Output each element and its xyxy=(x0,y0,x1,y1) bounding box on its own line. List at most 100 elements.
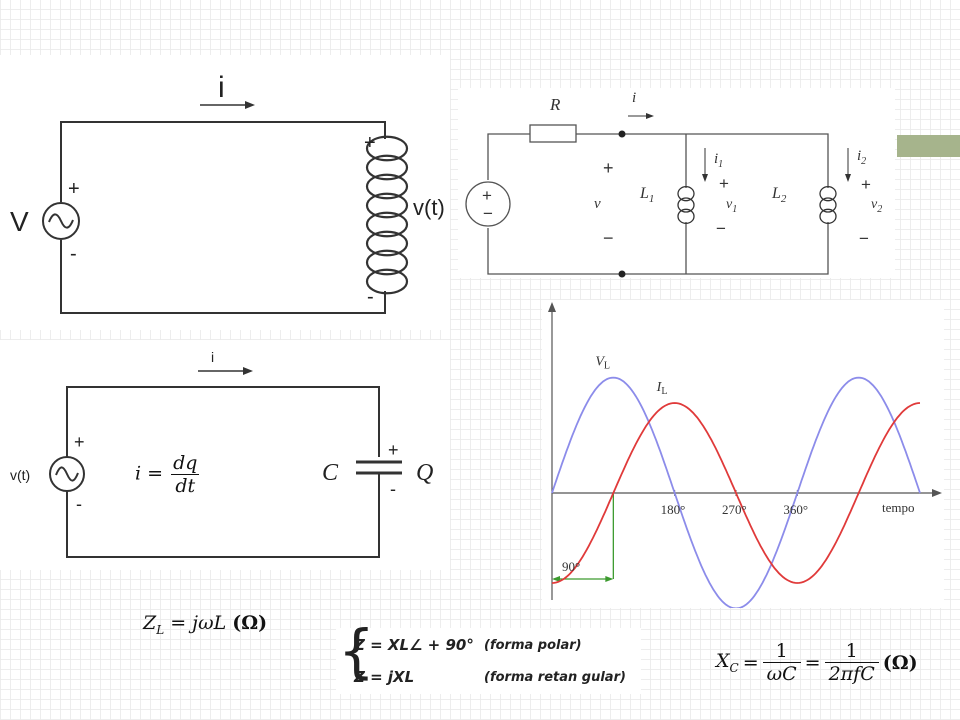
equals-sign-1: = xyxy=(742,651,759,674)
coil-turn xyxy=(819,208,837,225)
voltage-source-symbol xyxy=(465,181,511,227)
current-arrow-head xyxy=(243,367,253,375)
polar-form-note: (forma polar) xyxy=(484,638,582,653)
wire-left-top xyxy=(487,133,530,180)
charge-label: Q xyxy=(416,460,433,486)
impedance-rhs: = jωL xyxy=(170,612,227,634)
v2-plus: + xyxy=(861,175,871,194)
reactance-symbol: X xyxy=(716,650,730,673)
fraction-2-numerator: 1 xyxy=(845,640,858,662)
parallel-inductor-diagram: + − R i + v − L1 i1 + v1 − L2 i2 + v2 − xyxy=(465,90,882,278)
inductor-l2-symbol xyxy=(819,185,837,225)
voltage-minus: − xyxy=(603,228,614,248)
inductor-l1-label: L1 xyxy=(639,185,654,205)
source-minus: - xyxy=(76,494,82,514)
capacitor-label: C xyxy=(322,460,339,486)
current1-arrow-head xyxy=(702,174,708,182)
inductor-circuit-diagram: i V + - + - v(t) xyxy=(10,71,445,314)
source-plus: + xyxy=(68,178,80,200)
current-label: i xyxy=(218,71,225,104)
fraction-1-denominator: ωC xyxy=(762,662,801,685)
reactance-subscript: C xyxy=(729,660,739,675)
inductive-impedance-formula: ZL = jωL (Ω) xyxy=(143,612,267,637)
coil-turn xyxy=(365,135,409,162)
formula-denominator: dt xyxy=(171,474,200,497)
y-axis-arrow xyxy=(548,302,556,312)
reactance-fraction-2: 1 2πfC xyxy=(824,640,879,685)
formula-lhs: i = xyxy=(135,462,164,485)
brace-icon: { xyxy=(338,617,375,685)
node-bottom xyxy=(618,270,626,278)
coil-turn xyxy=(365,230,409,257)
current1-label: i1 xyxy=(714,151,723,170)
voltage-plus: + xyxy=(603,158,614,178)
x-axis-label: tempo xyxy=(882,500,915,515)
inductor-circuit-panel: i V + - + - v(t) xyxy=(0,55,450,330)
equals-sign-2: = xyxy=(804,651,821,674)
coil-turn xyxy=(677,197,695,213)
v1-label: v1 xyxy=(726,197,737,215)
inductor-plus: + xyxy=(364,132,376,154)
coil-turn xyxy=(677,185,695,202)
sine-wave-icon xyxy=(55,466,79,482)
fraction-2-denominator: 2πfC xyxy=(824,662,879,685)
coil-turn xyxy=(819,185,837,202)
current-label: i xyxy=(211,349,214,365)
reactance-unit: (Ω) xyxy=(882,651,918,674)
x-tick-label: 360° xyxy=(783,502,808,517)
coil-turn xyxy=(365,173,409,200)
impedance-subscript: L xyxy=(156,622,165,637)
inductor-coil-symbol xyxy=(365,135,409,295)
source-minus: - xyxy=(70,243,77,265)
current2-label: i2 xyxy=(857,148,866,167)
reactance-lhs: XC xyxy=(716,650,739,675)
formula-fraction: dq dt xyxy=(169,452,201,497)
inductor-l2-label: L2 xyxy=(771,185,787,205)
current-label: i xyxy=(632,90,636,106)
coil-turn xyxy=(365,211,409,238)
capacitive-reactance-formula: XC = 1 ωC = 1 2πfC (Ω) xyxy=(716,640,918,685)
polar-form-line: Z = XL∠ + 90° xyxy=(354,636,474,654)
wire-bottom xyxy=(66,474,380,558)
voltage-label: v(t) xyxy=(413,195,445,220)
v1-plus: + xyxy=(719,174,729,193)
capacitor-plus: + xyxy=(388,440,399,460)
x-tick-label: 180° xyxy=(661,502,686,517)
coil-turn xyxy=(365,249,409,276)
source-plus: + xyxy=(482,186,492,205)
phase-arrow-head-right xyxy=(605,576,614,582)
phase-arrow-head-left xyxy=(552,576,560,582)
rectangular-form-note: (forma retan gular) xyxy=(484,670,626,685)
reactance-fraction-1: 1 ωC xyxy=(762,640,801,685)
current-derivative-formula: i = dq dt xyxy=(135,452,201,497)
resistor-symbol xyxy=(529,124,577,143)
wire-top xyxy=(66,386,380,457)
sine-wave-icon xyxy=(48,213,74,229)
v2-minus: − xyxy=(859,229,869,248)
impedance-unit: (Ω) xyxy=(232,612,268,634)
inductor-l1-symbol xyxy=(677,185,695,225)
resistor-label: R xyxy=(549,95,561,114)
fraction-1-numerator: 1 xyxy=(775,640,788,662)
phase-annotation-label: 90° xyxy=(562,559,580,574)
coil-turn xyxy=(365,192,409,219)
chart-axes xyxy=(548,302,942,600)
source-label: v(t) xyxy=(10,467,30,483)
coil-turn xyxy=(365,154,409,181)
wire-top xyxy=(576,133,829,188)
wire-top xyxy=(60,121,386,202)
source-label: V xyxy=(10,206,29,237)
source-minus: − xyxy=(483,204,493,223)
decorative-bar xyxy=(897,135,960,157)
wire-bottom xyxy=(487,222,829,275)
parallel-inductor-panel: + − R i + v − L1 i1 + v1 − L2 i2 + v2 − xyxy=(458,88,895,278)
capacitor-circuit-panel: i v(t) + - + - C Q i = dq dt xyxy=(0,340,450,570)
series-line xyxy=(551,402,921,584)
current-arrow-head xyxy=(646,113,654,119)
coil-turn xyxy=(365,268,409,295)
coil-turn xyxy=(819,197,837,213)
series-label: VL xyxy=(595,355,610,372)
